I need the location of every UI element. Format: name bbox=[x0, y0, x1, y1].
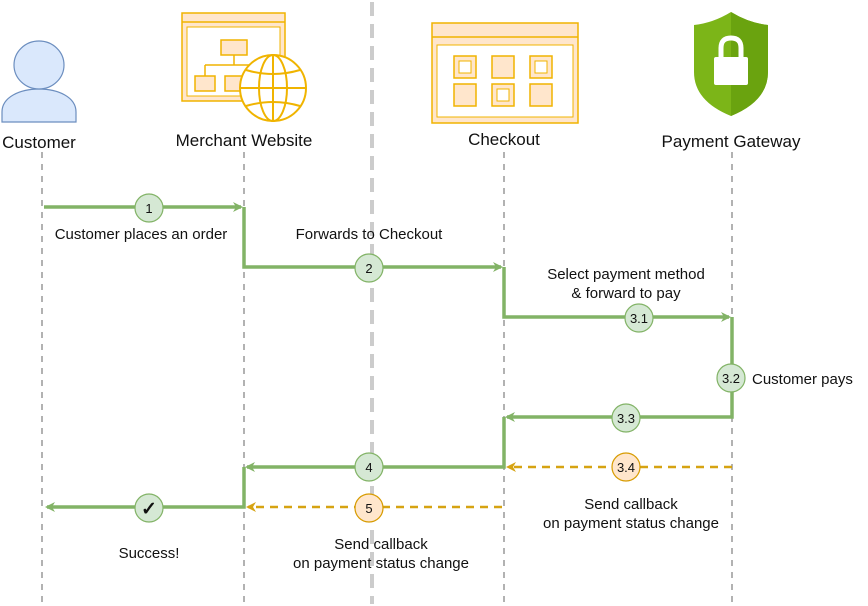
step-label-3-4-line-2: on payment status change bbox=[543, 515, 719, 532]
checkout-grid-icon bbox=[431, 22, 579, 124]
actor-label-merchant: Merchant Website bbox=[176, 131, 313, 150]
merchant-actor: Merchant Website bbox=[176, 12, 313, 150]
step-badge-3-1-text: 3.1 bbox=[630, 311, 648, 326]
step-badge-5: 5 bbox=[354, 493, 384, 523]
step-badge-3-2: 3.2 bbox=[716, 363, 746, 393]
step-badge-3-3: 3.3 bbox=[611, 403, 641, 433]
step-label-3-4-line-1: Send callback bbox=[584, 496, 678, 513]
step-badge-4: 4 bbox=[354, 452, 384, 482]
user-icon bbox=[1, 40, 77, 123]
actor-label-checkout: Checkout bbox=[468, 130, 540, 149]
checkmark-icon: ✓ bbox=[141, 499, 157, 520]
step-label-success: Success! bbox=[119, 545, 180, 562]
step-badge-3-2-text: 3.2 bbox=[722, 371, 740, 386]
step-badge-3-3-text: 3.3 bbox=[617, 411, 635, 426]
step-label-1: Customer places an order bbox=[55, 226, 228, 243]
flow-2 bbox=[242, 207, 503, 272]
step-label-2: Forwards to Checkout bbox=[296, 226, 444, 243]
step-label-3-1-line-2: & forward to pay bbox=[571, 285, 681, 302]
gateway-actor: Payment Gateway bbox=[662, 12, 801, 151]
step-badge-success: ✓ bbox=[134, 493, 164, 523]
shield-lock-icon bbox=[694, 12, 768, 116]
step-badge-1: 1 bbox=[134, 193, 164, 223]
step-badge-3-1: 3.1 bbox=[624, 303, 654, 333]
step-label-3-2: Customer pays bbox=[752, 371, 853, 388]
step-badge-4-text: 4 bbox=[365, 460, 372, 475]
flow-3-1 bbox=[502, 267, 731, 322]
step-label-5-line-2: on payment status change bbox=[293, 555, 469, 572]
step-badge-5-text: 5 bbox=[365, 501, 372, 516]
website-sitemap-globe-icon bbox=[181, 12, 307, 122]
step-badge-3-4: 3.4 bbox=[611, 452, 641, 482]
checkout-actor: Checkout bbox=[431, 22, 579, 149]
actor-label-gateway: Payment Gateway bbox=[662, 132, 801, 151]
actor-label-customer: Customer bbox=[2, 133, 76, 152]
customer-actor: Customer bbox=[1, 40, 77, 152]
step-badge-3-4-text: 3.4 bbox=[617, 460, 635, 475]
step-label-3-1-line-1: Select payment method bbox=[547, 266, 705, 283]
flow-success bbox=[45, 467, 246, 512]
step-badge-2-text: 2 bbox=[365, 261, 372, 276]
step-badge-2: 2 bbox=[354, 253, 384, 283]
step-label-5-line-1: Send callback bbox=[334, 536, 428, 553]
flow-3-2-3-3 bbox=[505, 317, 734, 422]
step-badge-1-text: 1 bbox=[145, 201, 152, 216]
flow-4 bbox=[245, 417, 506, 472]
